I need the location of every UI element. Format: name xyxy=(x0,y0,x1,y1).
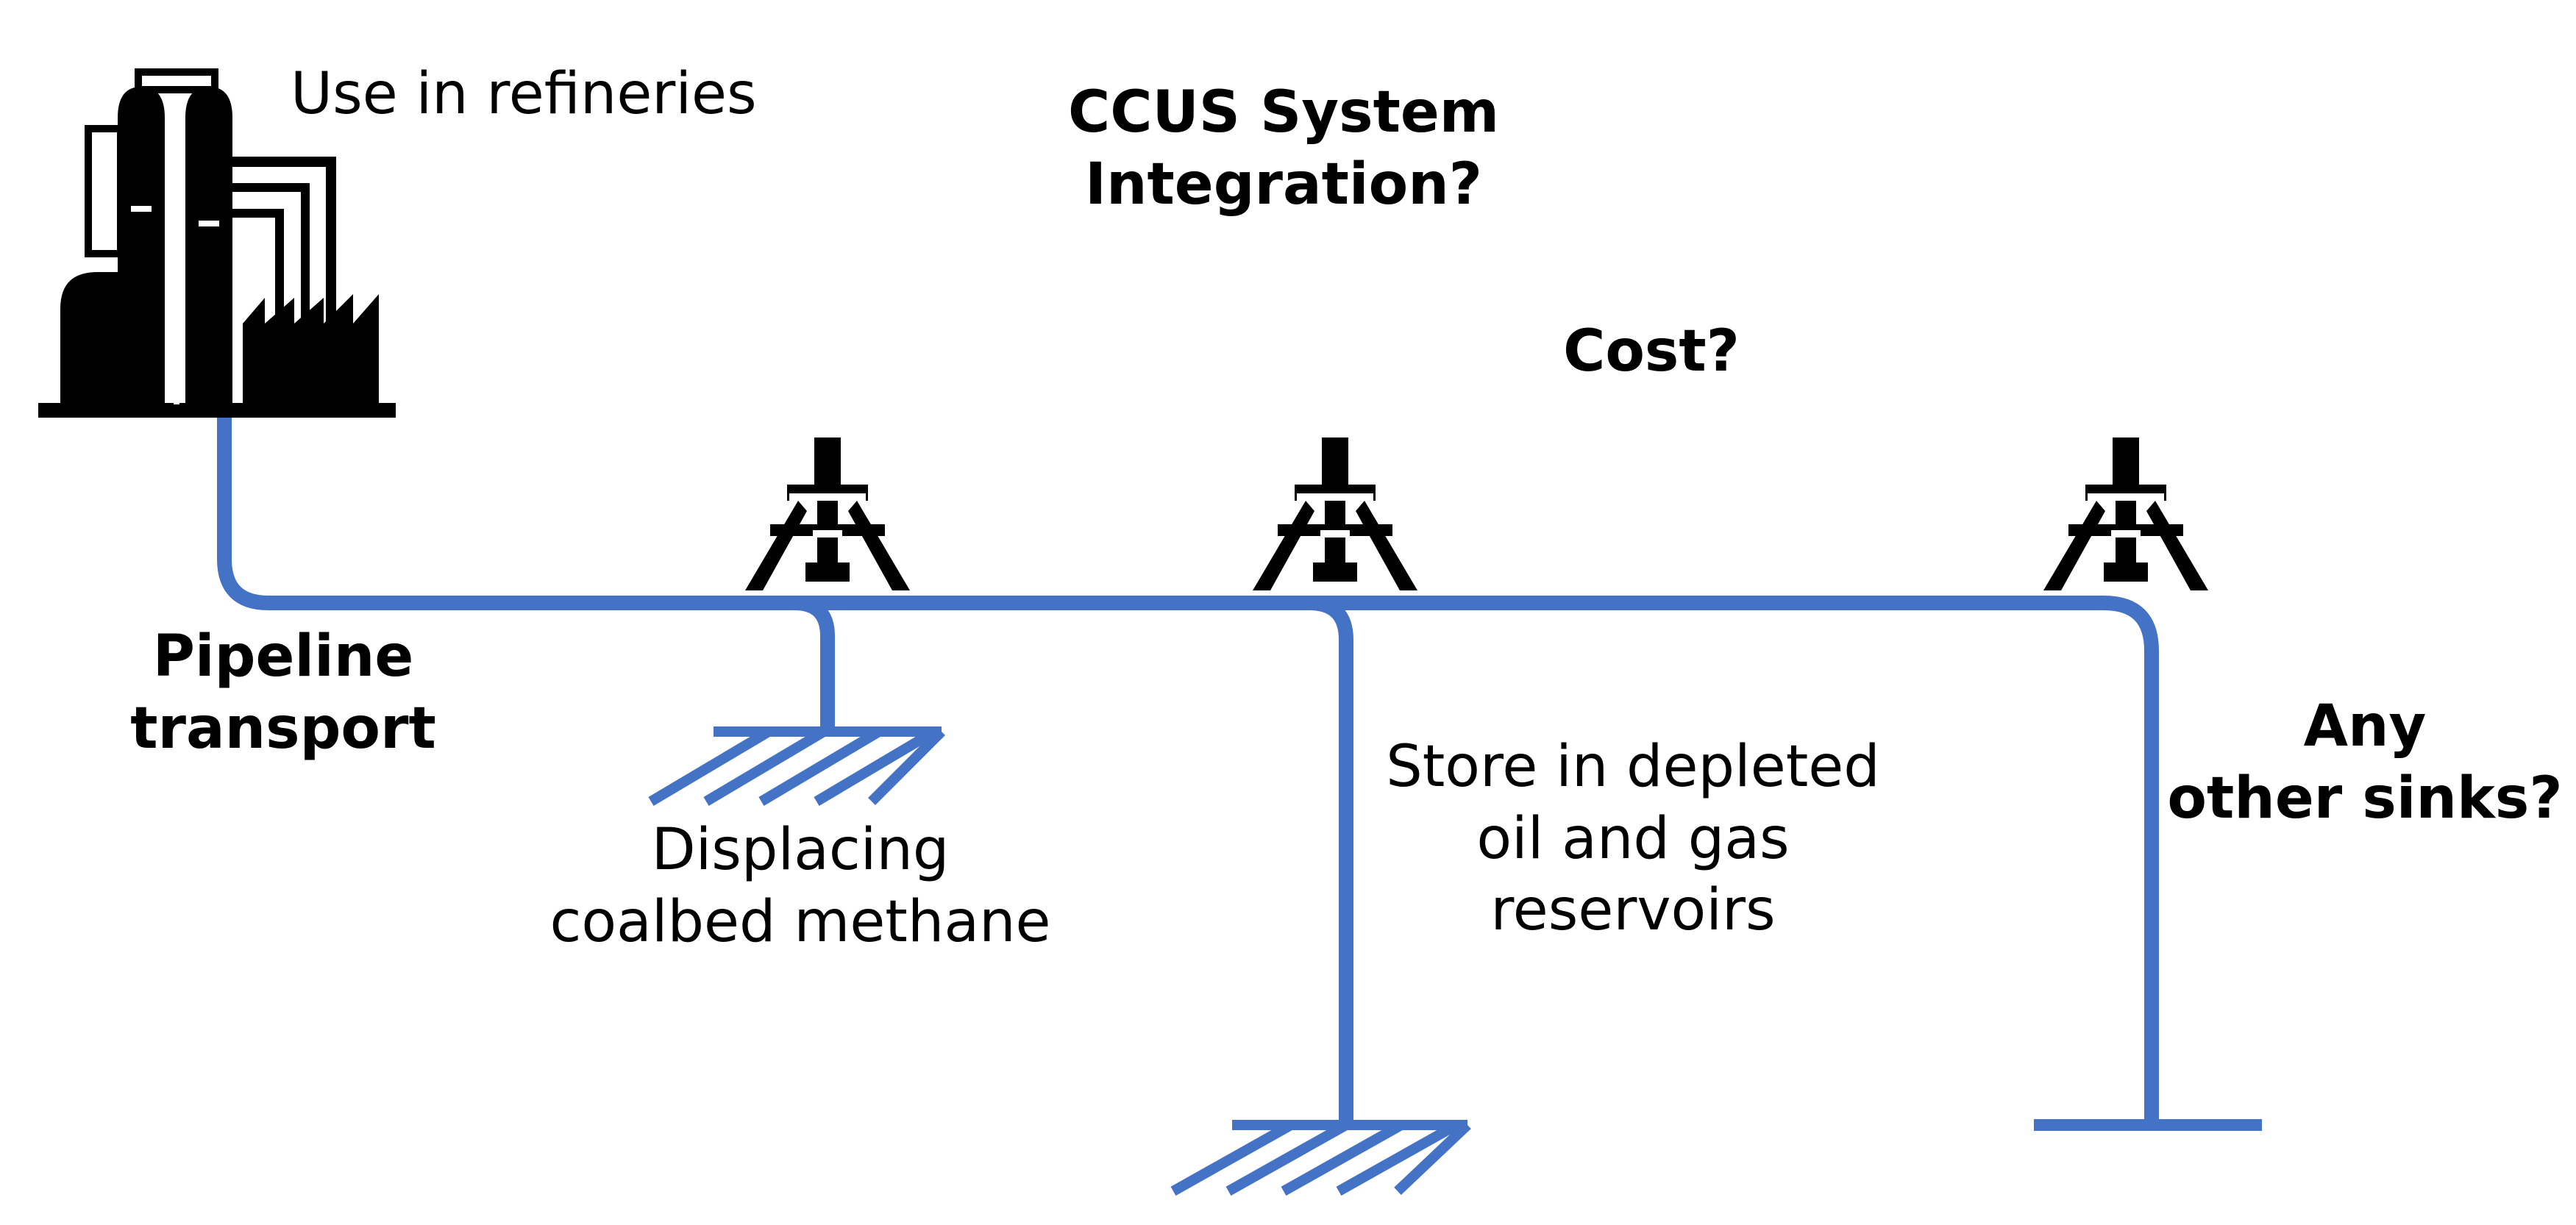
label-cost: Cost? xyxy=(1563,318,1740,385)
oil-rig-icon xyxy=(745,438,910,590)
label-other-sinks: Any other sinks? xyxy=(2167,693,2563,832)
pipeline-branch-other xyxy=(2103,596,2159,1125)
label-pipeline-transport: Pipeline transport xyxy=(130,624,436,762)
pipeline-branch-coalbed xyxy=(794,596,835,732)
pipeline-network xyxy=(217,415,2159,1125)
pipeline-branch-depleted xyxy=(1309,596,1353,1125)
ground-hatch-icon xyxy=(648,726,945,807)
pipeline-main xyxy=(217,415,2104,610)
label-store-depleted: Store in depleted oil and gas reservoirs xyxy=(1386,734,1880,943)
label-use-in-refineries: Use in refineries xyxy=(291,61,757,127)
oil-rig-icon xyxy=(1253,438,1417,590)
oil-rig-icon xyxy=(2043,438,2208,590)
refinery-icon xyxy=(38,68,396,418)
label-ccus-integration: CCUS System Integration? xyxy=(1067,79,1500,218)
label-displacing-coalbed: Displacing coalbed methane xyxy=(549,817,1051,955)
ground-hatch-icon xyxy=(1170,1120,1471,1196)
